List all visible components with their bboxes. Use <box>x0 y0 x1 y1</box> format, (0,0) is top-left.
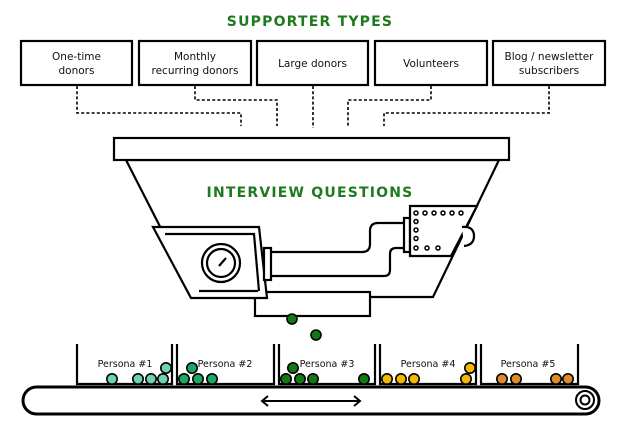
supporter-box-one-time-donors: One-time donors <box>19 39 134 87</box>
panel-dot <box>458 210 464 216</box>
persona-5-ball <box>549 372 562 385</box>
machine-housing-inner-top <box>165 232 261 292</box>
persona-5-ball <box>509 372 522 385</box>
persona-3-ball <box>306 372 319 385</box>
persona-1-ball <box>160 361 173 374</box>
persona-2-ball <box>178 372 191 385</box>
persona-balls <box>106 361 574 385</box>
persona-1-ball <box>106 372 119 385</box>
panel-indicator-dots <box>413 210 464 251</box>
falling-ball <box>286 313 298 325</box>
supporter-box-label-line-2: subscribers <box>519 65 579 77</box>
persona-2-ball <box>206 372 219 385</box>
housing-connector-flange <box>262 246 273 282</box>
panel-dot <box>413 245 419 251</box>
panel-dot <box>424 245 430 251</box>
persona-1-ball <box>132 372 145 385</box>
supporter-box-blog-newsletter-subscribers: Blog / newsletter subscribers <box>491 39 607 87</box>
panel-dot <box>431 210 437 216</box>
supporter-box-frame <box>255 39 370 87</box>
supporter-box-frame <box>19 39 134 87</box>
supporter-box-label: Volunteers <box>403 58 459 70</box>
arrow-head-right <box>353 395 362 407</box>
control-panel <box>402 204 479 258</box>
panel-dot <box>413 218 419 225</box>
supporter-box-monthly-recurring-donors: Monthly recurring donors <box>137 39 253 87</box>
pipe-upper <box>271 221 404 254</box>
persona-bin-3 <box>277 344 377 386</box>
supporter-box-label-line-1: One-time <box>52 51 101 63</box>
supporter-box-label: Large donors <box>278 58 347 70</box>
dial-outer-ring <box>200 242 242 284</box>
persona-3-ball <box>279 372 292 385</box>
persona-4-ball <box>394 372 407 385</box>
panel-dot <box>440 210 446 216</box>
persona-bin-1 <box>75 344 174 386</box>
supporter-box-label-line-1: Monthly <box>174 51 216 63</box>
connector-blog-newsletter-subscribers <box>383 86 550 126</box>
supporter-box-large-donors: Large donors <box>255 39 370 87</box>
connector-monthly-recurring-donors <box>194 86 278 126</box>
supporter-type-boxes: One-time donors Monthly recurring donors… <box>19 39 607 87</box>
machine-housing-frame <box>151 225 269 300</box>
supporter-box-frame <box>373 39 489 87</box>
arrow-head-left <box>260 395 269 407</box>
persona-3-ball <box>357 372 370 385</box>
machine-housing <box>151 225 273 300</box>
dial-needle-icon <box>218 257 227 267</box>
persona-label-4: Persona #4 <box>401 359 456 370</box>
supporter-box-frame <box>137 39 253 87</box>
hopper-rim <box>112 136 511 162</box>
falling-ball <box>310 329 322 341</box>
supporter-box-label-line-2: recurring donors <box>152 65 239 77</box>
persona-3-ball <box>293 372 306 385</box>
panel-knob-icon <box>461 225 476 248</box>
persona-1-ball <box>145 372 158 385</box>
panel-dot <box>449 210 455 216</box>
persona-2-ball <box>192 372 205 385</box>
persona-4-ball <box>459 372 472 385</box>
persona-bin-5 <box>479 344 580 386</box>
pipe-lower <box>271 246 404 278</box>
connector-one-time-donors <box>76 86 242 126</box>
persona-label-2: Persona #2 <box>198 359 253 370</box>
connector-volunteers <box>347 86 432 126</box>
persona-bins: Persona #1 Persona #2 Persona #3 Persona… <box>75 344 580 386</box>
panel-dot <box>422 210 428 216</box>
persona-label-3: Persona #3 <box>300 359 355 370</box>
persona-4-ball <box>380 372 393 385</box>
conveyor-belt <box>21 385 601 416</box>
persona-bin-4 <box>378 344 478 386</box>
supporter-box-volunteers: Volunteers <box>373 39 489 87</box>
persona-4-ball <box>407 372 420 385</box>
persona-label-5: Persona #5 <box>501 359 556 370</box>
bidirectional-arrow-icon <box>260 395 362 407</box>
roller-inner-icon <box>579 394 591 406</box>
persona-1-ball <box>157 372 170 385</box>
dial-inner-ring <box>205 247 237 279</box>
persona-bin-2 <box>175 344 276 386</box>
persona-4-ball <box>463 361 476 374</box>
persona-label-1: Persona #1 <box>98 359 153 370</box>
panel-dot <box>413 227 419 233</box>
persona-2-ball <box>186 361 199 374</box>
persona-3-ball <box>286 361 299 374</box>
panel-dot <box>413 210 419 216</box>
machine-pipes <box>271 221 404 278</box>
persona-5-ball <box>495 372 508 385</box>
supporter-box-label-line-1: Blog / newsletter <box>505 51 595 63</box>
persona-5-ball <box>561 372 574 385</box>
machine-output-chute <box>253 290 372 318</box>
supporter-types-title: SUPPORTER TYPES <box>227 14 393 30</box>
interview-questions-label: INTERVIEW QUESTIONS <box>207 185 414 201</box>
panel-dot <box>435 245 441 251</box>
dashed-connectors <box>76 86 550 128</box>
panel-dot <box>413 235 419 242</box>
supporter-box-label-line-2: donors <box>59 65 95 77</box>
panel-frame <box>408 204 479 258</box>
supporter-box-frame <box>491 39 607 87</box>
